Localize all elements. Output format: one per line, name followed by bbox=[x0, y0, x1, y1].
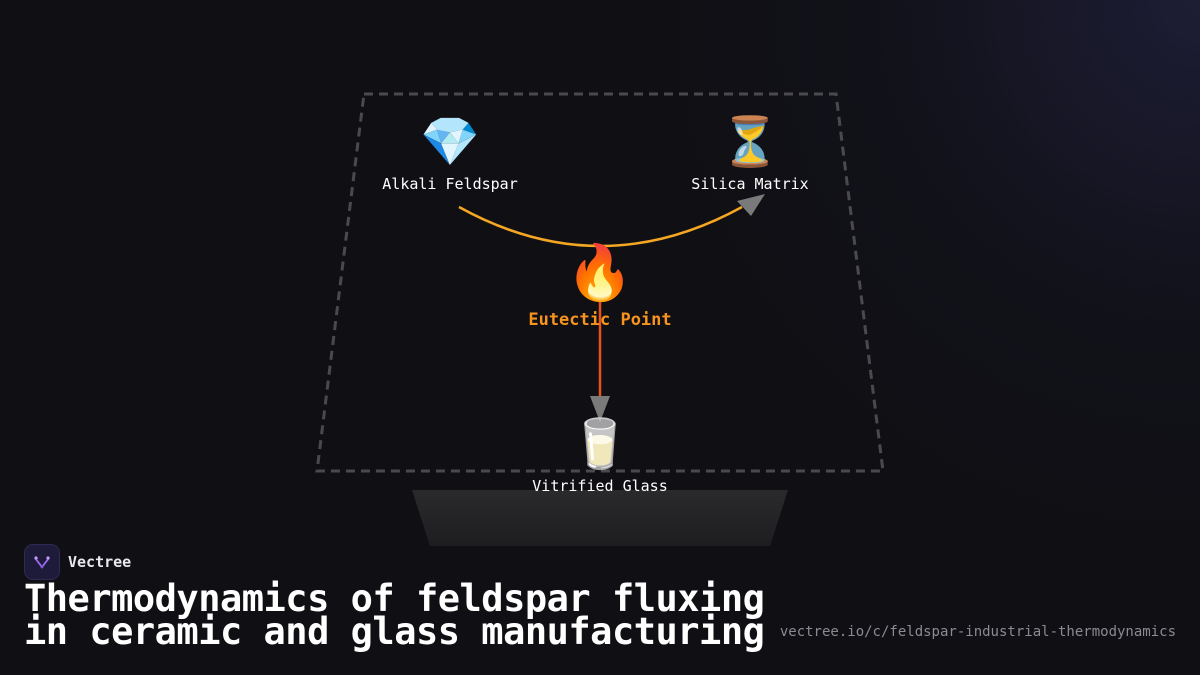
fire-icon: 🔥 bbox=[566, 241, 634, 304]
vectree-logo-icon bbox=[24, 544, 60, 580]
page-title: Thermodynamics of feldspar fluxing in ce… bbox=[24, 577, 765, 653]
edge-alkali-to-silica bbox=[458, 205, 743, 248]
brand: Vectree bbox=[24, 544, 131, 580]
platform-shadow bbox=[412, 490, 788, 546]
brand-name: Vectree bbox=[68, 553, 132, 571]
source-url[interactable]: vectree.io/c/feldspar-industrial-thermod… bbox=[779, 624, 1176, 640]
node-label-vitrified-glass: Vitrified Glass bbox=[532, 477, 668, 495]
glass-icon: 🥛 bbox=[570, 416, 630, 472]
arrowhead-silica bbox=[737, 194, 765, 216]
node-label-silica-matrix: Silica Matrix bbox=[691, 175, 809, 193]
node-label-eutectic-point: Eutectic Point bbox=[528, 310, 672, 330]
title-line-2: in ceramic and glass manufacturing bbox=[24, 610, 765, 653]
arrowhead-glass bbox=[590, 396, 610, 422]
gem-icon: 💎 bbox=[420, 114, 480, 170]
title-line-1: Thermodynamics of feldspar fluxing bbox=[24, 577, 765, 620]
hourglass-icon: ⏳ bbox=[720, 114, 780, 170]
node-label-alkali-feldspar: Alkali Feldspar bbox=[382, 175, 518, 193]
